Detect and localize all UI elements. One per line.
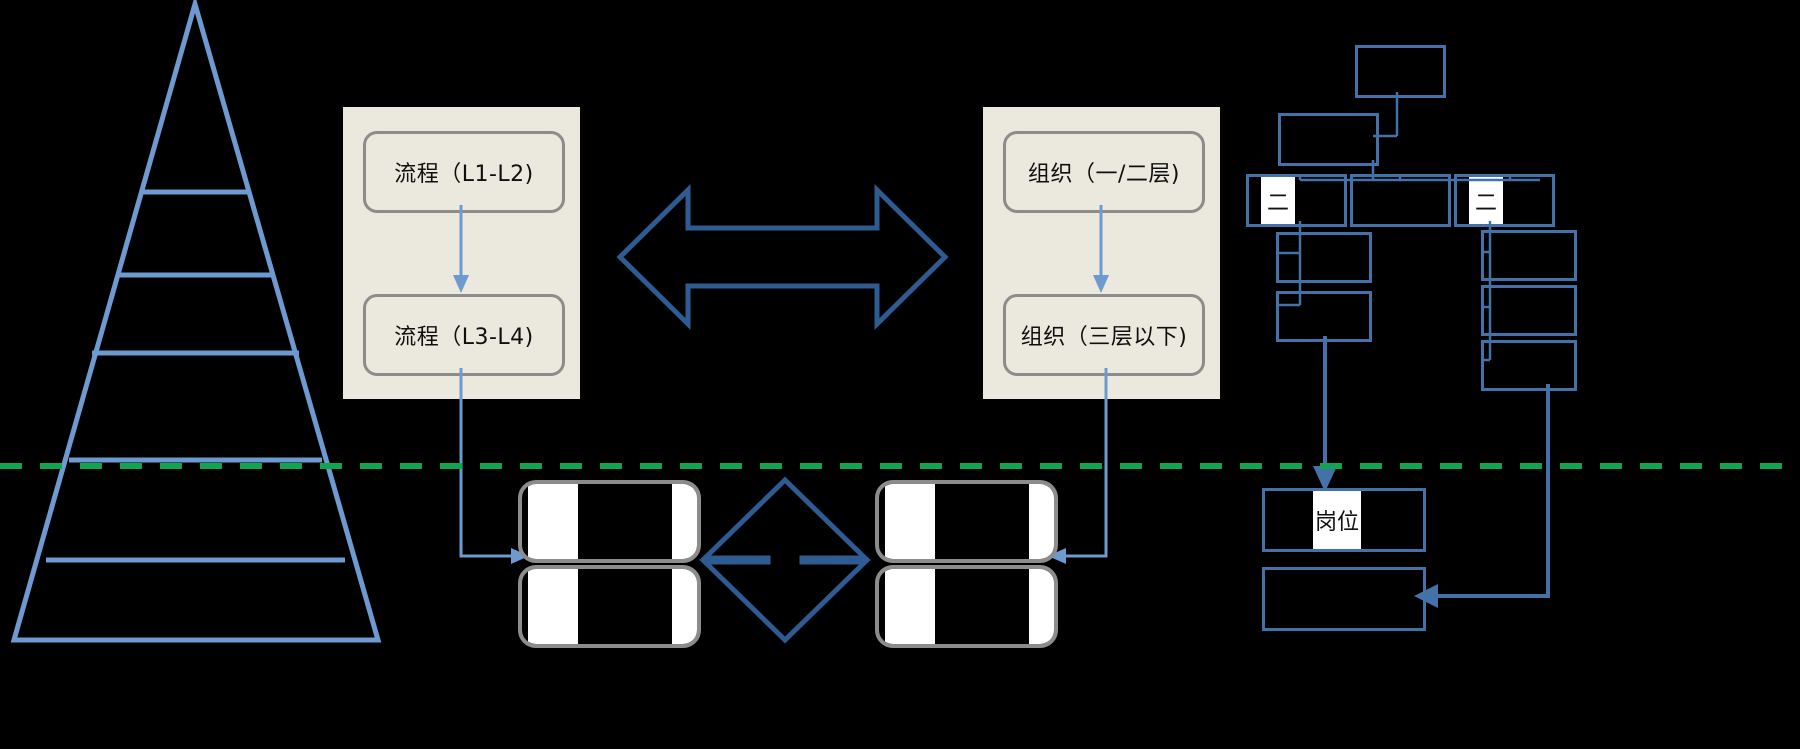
process-box-l3-l4[interactable]: 流程（L3-L4) xyxy=(363,294,565,376)
org-node-dept-c[interactable]: 二 xyxy=(1454,174,1555,227)
capsule-band xyxy=(672,484,697,559)
org-node-root[interactable] xyxy=(1355,45,1446,98)
org-node-sub-c2[interactable] xyxy=(1481,285,1577,336)
org-node-position-label: 岗位 xyxy=(1314,510,1359,535)
capsule-band xyxy=(1029,484,1054,559)
org-to-role-connector xyxy=(1048,368,1108,564)
separation-line xyxy=(0,463,1800,469)
lower-left-capsule-bottom[interactable] xyxy=(518,565,701,648)
org-to-bottom-connector xyxy=(1414,384,1550,608)
capsule-band xyxy=(528,484,578,559)
bidirectional-vertical-arrow xyxy=(698,476,872,644)
org-node-dept-a[interactable]: 二 xyxy=(1246,174,1347,227)
org-node-level2[interactable] xyxy=(1278,113,1379,166)
process-box-l3-l4-label: 流程（L3-L4) xyxy=(394,325,534,350)
org-node-sub-c1[interactable] xyxy=(1481,230,1577,281)
org-to-position-arrow xyxy=(1313,336,1337,492)
org-chart-connectors xyxy=(1276,92,1540,362)
bidirectional-horizontal-arrow xyxy=(616,184,949,330)
org-node-dept-a-label: 二 xyxy=(1266,190,1289,216)
org-box-tier-3-below-label: 组织（三层以下) xyxy=(1020,325,1188,350)
org-node-sub-c3[interactable] xyxy=(1481,340,1577,391)
lower-left-capsule-top[interactable] xyxy=(518,480,701,563)
org-node-bottom[interactable] xyxy=(1262,567,1426,631)
org-node-position[interactable]: 岗位 xyxy=(1262,488,1426,552)
capsule-band xyxy=(528,569,578,644)
org-node-dept-c-label-band: 二 xyxy=(1469,177,1503,224)
org-node-sub-a1[interactable] xyxy=(1276,232,1372,283)
process-internal-arrow xyxy=(453,205,469,293)
capsule-band xyxy=(672,569,697,644)
org-node-dept-c-label: 二 xyxy=(1474,190,1497,216)
org-internal-arrow xyxy=(1093,205,1109,293)
org-node-sub-a2[interactable] xyxy=(1276,291,1372,342)
org-box-tier-1-2[interactable]: 组织（一/二层) xyxy=(1003,131,1205,213)
capsule-band xyxy=(885,484,935,559)
org-box-tier-1-2-label: 组织（一/二层) xyxy=(1028,162,1180,187)
capsule-band xyxy=(885,569,935,644)
lower-right-capsule-top[interactable] xyxy=(875,480,1058,563)
org-node-position-label-band: 岗位 xyxy=(1313,491,1361,549)
process-box-l1-l2[interactable]: 流程（L1-L2) xyxy=(363,131,565,213)
org-box-tier-3-below[interactable]: 组织（三层以下) xyxy=(1003,294,1205,376)
capsule-band xyxy=(1029,569,1054,644)
capability-pyramid xyxy=(10,0,382,643)
process-to-role-connector xyxy=(459,368,529,564)
lower-right-capsule-bottom[interactable] xyxy=(875,565,1058,648)
org-node-dept-a-label-band: 二 xyxy=(1261,177,1295,224)
process-box-l1-l2-label: 流程（L1-L2) xyxy=(394,162,534,187)
